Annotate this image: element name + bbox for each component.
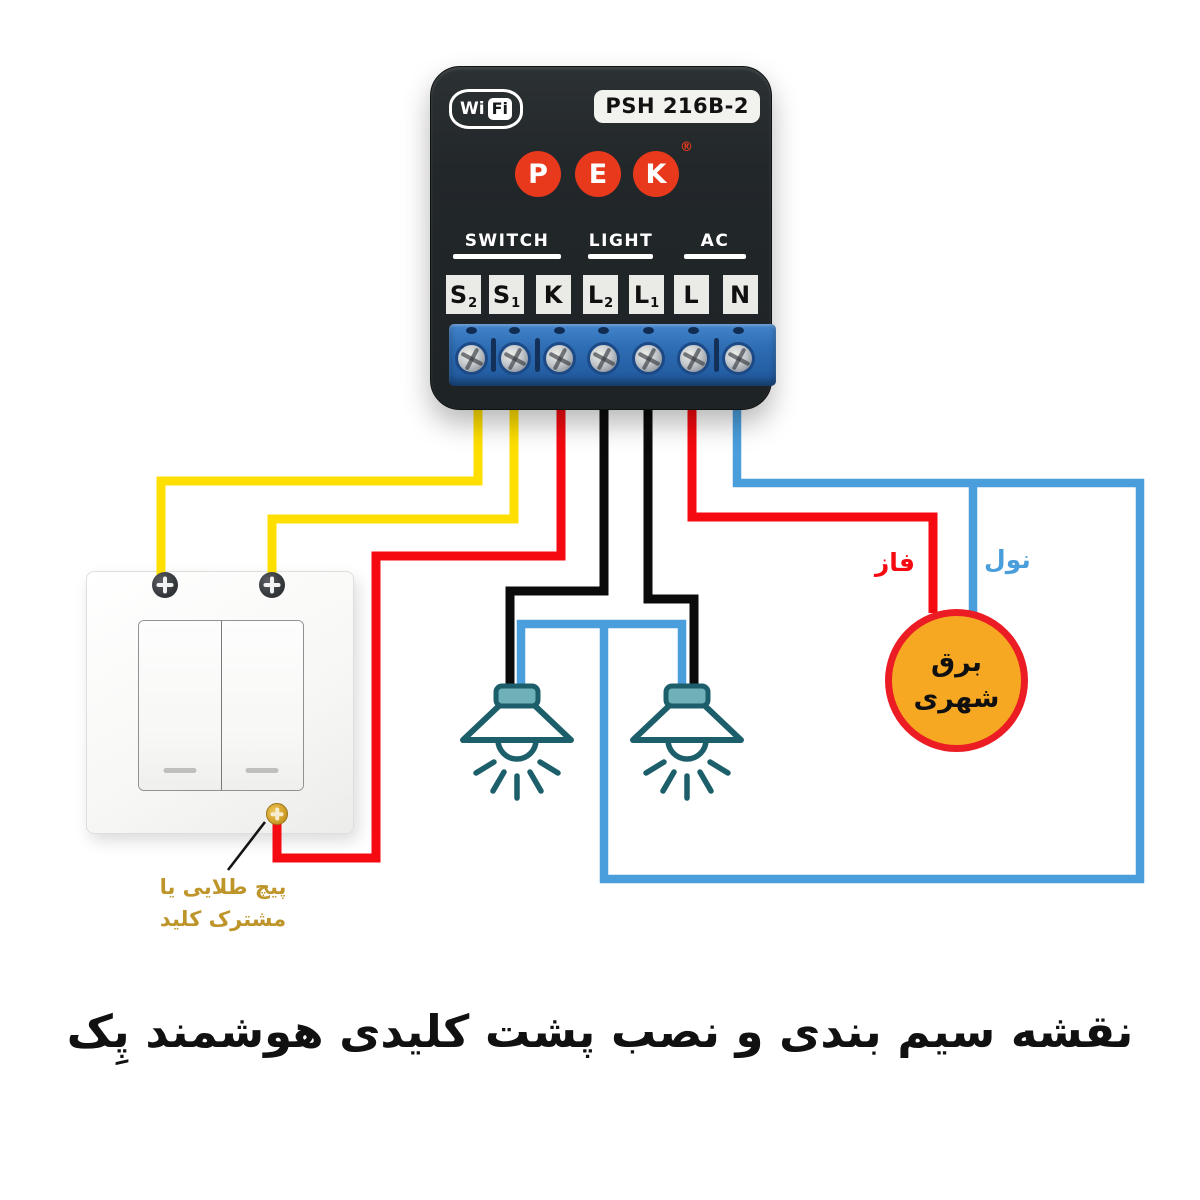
lamp-1-icon <box>460 683 574 801</box>
terminal-screw-icon <box>543 342 576 375</box>
group-label-switch: SWITCH <box>464 231 550 251</box>
pek-logo: P E K ® <box>431 140 771 197</box>
city-power-node: برق شهری <box>885 609 1028 752</box>
lamp-bulb <box>665 739 709 762</box>
terminal-hole <box>509 327 520 334</box>
terminal-screw-icon <box>455 342 488 375</box>
terminal-screw-icon <box>632 342 665 375</box>
terminal-block <box>449 324 776 386</box>
terminal-chip-l: L <box>674 275 709 314</box>
terminal-hole <box>733 327 744 334</box>
group-underline <box>453 254 561 259</box>
terminal-screw-icon <box>677 342 710 375</box>
switch-screw-icon <box>152 572 178 598</box>
pek-logo-letter-k: K <box>633 151 679 197</box>
gold-screw-note-line2: مشترک کلید <box>159 906 287 931</box>
lamp-rays <box>643 759 731 801</box>
smart-relay-module: Wi Fi PSH 216B-2 P E K ® SWITCH LIGHT AC… <box>430 66 776 410</box>
lamp-2-icon <box>630 683 744 801</box>
lamp-cap <box>663 683 711 709</box>
rocker-indicator <box>245 768 279 773</box>
terminal-screw-icon <box>722 342 755 375</box>
neutral-wire-label: نول <box>984 545 1031 574</box>
registered-mark: ® <box>680 140 693 155</box>
wire-l2-black <box>505 408 609 690</box>
lamp-shade <box>630 701 744 743</box>
terminal-separator <box>535 338 540 372</box>
wire-n-neutral-blue <box>599 408 1145 884</box>
group-underline <box>684 254 746 259</box>
terminal-screw-icon <box>587 342 620 375</box>
gold-screw-icon <box>266 803 288 825</box>
terminal-hole <box>598 327 609 334</box>
wire-l1-black <box>643 408 699 690</box>
terminal-separator <box>714 338 719 372</box>
lamp-bulb <box>495 739 539 762</box>
terminal-hole <box>554 327 565 334</box>
wall-switch-plate <box>86 571 354 834</box>
terminal-hole <box>643 327 654 334</box>
wire-s2-yellow <box>156 408 483 578</box>
city-power-line1: برق <box>930 647 983 679</box>
lamp-rays <box>473 759 561 801</box>
wire-lamp-neutral-blue <box>516 619 687 690</box>
wifi-icon: Wi Fi <box>449 89 523 129</box>
terminal-hole <box>466 327 477 334</box>
model-badge: PSH 216B-2 <box>594 90 760 123</box>
lamp-cap <box>493 683 541 709</box>
phase-wire-label: فاز <box>874 548 915 577</box>
terminal-hole <box>688 327 699 334</box>
wire-s1-yellow <box>267 408 519 578</box>
gold-screw-note: پیچ طلایی یا مشترک کلید <box>134 872 312 935</box>
switch-screw-icon <box>259 572 285 598</box>
rocker-right <box>221 621 303 790</box>
pek-logo-letter-p: P <box>515 151 561 197</box>
rocker-indicator <box>163 768 197 773</box>
gold-screw-note-line1: پیچ طلایی یا <box>159 875 287 899</box>
wifi-fi-text: Fi <box>487 98 512 120</box>
group-label-ac: AC <box>700 231 730 251</box>
wifi-wi-text: Wi <box>459 99 485 119</box>
switch-rockers <box>138 620 304 791</box>
pek-logo-letter-e: E <box>575 151 621 197</box>
group-label-light: LIGHT <box>588 231 654 251</box>
terminal-chip-k: K <box>536 275 571 314</box>
gold-screw-pointer-line <box>226 821 267 871</box>
terminal-separator <box>491 338 496 372</box>
group-underline <box>588 254 653 259</box>
lamp-shade <box>460 701 574 743</box>
wire-l-phase-red <box>687 408 938 613</box>
wire-k-red <box>272 408 566 863</box>
rocker-left <box>139 621 222 790</box>
terminal-chip-n: N <box>723 275 758 314</box>
city-power-line2: شهری <box>913 682 1000 714</box>
terminal-screw-icon <box>498 342 531 375</box>
diagram-title: نقشه سیم بندی و نصب پشت کلیدی هوشمند پِک <box>66 1005 1134 1058</box>
